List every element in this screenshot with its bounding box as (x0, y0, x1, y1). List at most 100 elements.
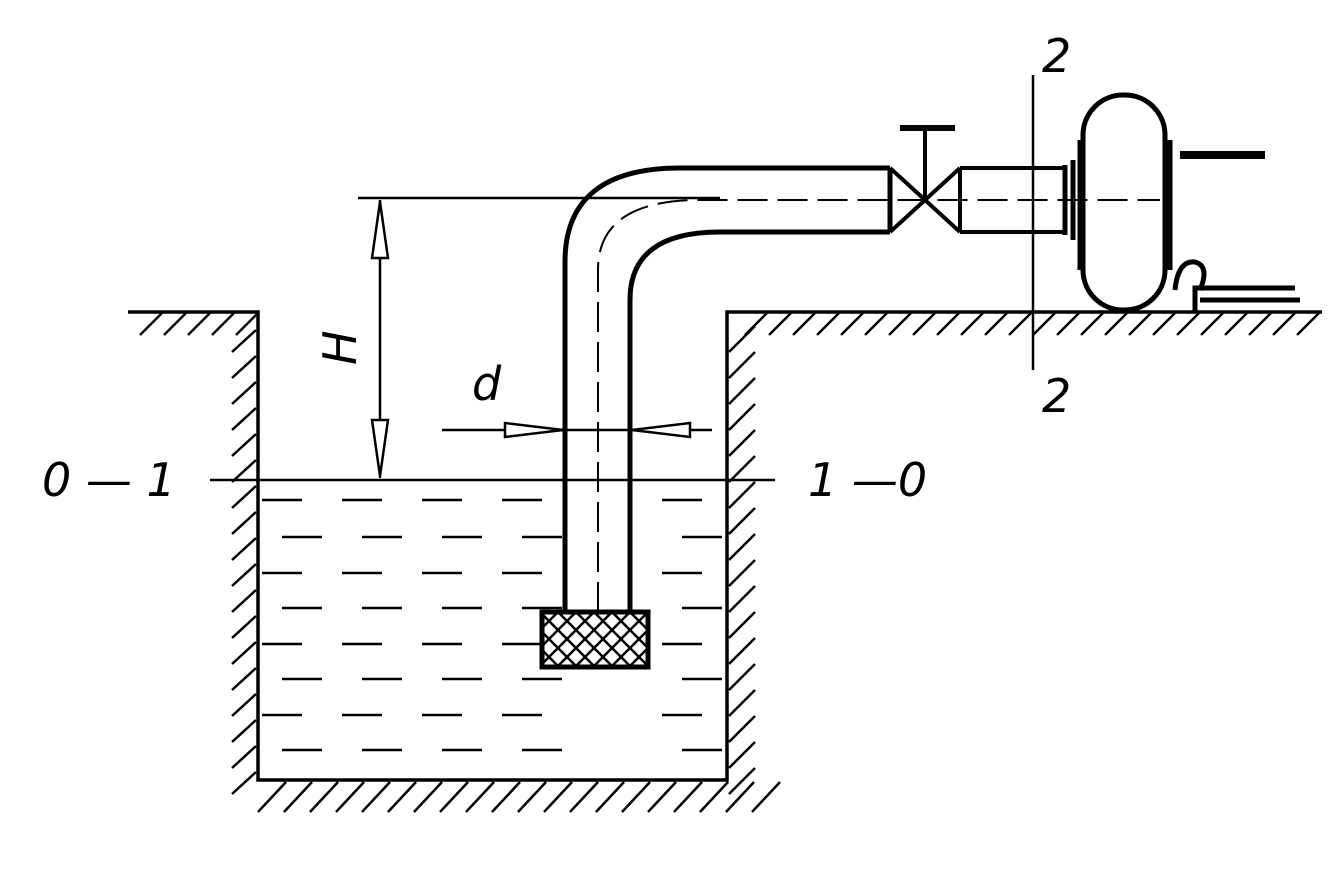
hatch-stroke (728, 637, 756, 665)
hatch-stroke (231, 537, 257, 561)
hatch-stroke (728, 611, 756, 639)
hatch-stroke (728, 559, 756, 587)
hatch-stroke (335, 781, 365, 813)
hatch-stroke (816, 312, 840, 336)
section-1-0-right-label: 1 —0 (808, 453, 927, 507)
diameter-dimension (442, 421, 712, 439)
hatch-stroke (231, 589, 257, 613)
hatch-stroke (1296, 312, 1320, 336)
hatch-stroke (936, 312, 960, 336)
hatch-stroke (888, 312, 912, 336)
valve-icon (888, 125, 962, 234)
hatch-stroke (699, 781, 729, 813)
hatch-stroke (517, 781, 547, 813)
hatch-stroke (1032, 312, 1056, 336)
hatch-stroke (1176, 312, 1200, 336)
height-label: H (313, 330, 367, 365)
hatch-stroke (465, 781, 495, 813)
hatch-stroke (728, 429, 756, 457)
hatch-stroke (231, 485, 257, 509)
hatch-stroke (1008, 312, 1032, 336)
hatch-stroke (491, 781, 521, 813)
hatch-stroke (728, 507, 756, 535)
hatch-stroke (361, 781, 391, 813)
hatch-stroke (728, 351, 756, 379)
hatch-stroke (1152, 312, 1176, 336)
suction-pipe (562, 165, 893, 612)
height-dimension (358, 196, 720, 478)
hatch-stroke (673, 781, 703, 813)
pump-icon (1077, 92, 1300, 313)
hatch-stroke (864, 312, 888, 336)
hatch-stroke (728, 663, 756, 691)
hatch-stroke (744, 312, 768, 336)
hatch-stroke (1128, 312, 1152, 336)
hatch-stroke (235, 312, 259, 336)
hatch-stroke (728, 689, 756, 717)
hatch-stroke (543, 781, 573, 813)
hatch-stroke (387, 781, 417, 813)
hatch-stroke (231, 329, 257, 353)
hatch-stroke (728, 377, 756, 405)
hatch-stroke (231, 615, 257, 639)
hatch-stroke (231, 355, 257, 379)
hatch-stroke (139, 312, 163, 336)
hatch-stroke (163, 312, 187, 336)
hatch-stroke (792, 312, 816, 336)
hatch-stroke (231, 459, 257, 483)
hatch-stroke (187, 312, 211, 336)
hatch-stroke (439, 781, 469, 813)
ground-hatching (139, 312, 1320, 813)
hatch-stroke (211, 312, 235, 336)
hatch-stroke (1080, 312, 1104, 336)
hatch-stroke (728, 403, 756, 431)
hatch-stroke (1104, 312, 1128, 336)
hatch-stroke (231, 511, 257, 535)
hatch-stroke (1200, 312, 1224, 336)
hatch-stroke (621, 781, 651, 813)
hatch-stroke (231, 771, 257, 795)
hatch-stroke (912, 312, 936, 336)
strainer (539, 609, 651, 670)
section-2-top-label: 2 (1042, 29, 1071, 83)
hatch-stroke (728, 533, 756, 561)
hatch-stroke (257, 781, 287, 813)
hatch-stroke (768, 312, 792, 336)
hatch-stroke (231, 563, 257, 587)
diameter-label: d (472, 357, 502, 411)
hatch-stroke (1248, 312, 1272, 336)
hatch-stroke (960, 312, 984, 336)
pipe-centerline (597, 199, 1160, 612)
ground-and-pit (128, 310, 1322, 782)
hatch-stroke (1224, 312, 1248, 336)
hatch-stroke (984, 312, 1008, 336)
hatch-stroke (728, 741, 756, 769)
hatch-stroke (231, 433, 257, 457)
hatch-stroke (728, 767, 756, 795)
hatch-stroke (283, 781, 313, 813)
hatch-stroke (1056, 312, 1080, 336)
hatch-stroke (751, 781, 781, 813)
hatch-stroke (231, 641, 257, 665)
hatch-stroke (569, 781, 599, 813)
section-2-bottom-label: 2 (1042, 369, 1071, 423)
hatch-stroke (728, 715, 756, 743)
discharge-stub (958, 160, 1076, 240)
hatch-stroke (231, 719, 257, 743)
hatch-stroke (1272, 312, 1296, 336)
hatch-stroke (728, 481, 756, 509)
water-dashes (262, 498, 722, 752)
hatch-stroke (231, 693, 257, 717)
hatch-stroke (309, 781, 339, 813)
hatch-stroke (595, 781, 625, 813)
hatch-stroke (231, 381, 257, 405)
hatch-stroke (647, 781, 677, 813)
hatch-stroke (728, 455, 756, 483)
hatch-stroke (231, 667, 257, 691)
hatch-stroke (413, 781, 443, 813)
hatch-stroke (840, 312, 864, 336)
hatch-stroke (231, 407, 257, 431)
hatch-stroke (728, 585, 756, 613)
hatch-stroke (231, 745, 257, 769)
